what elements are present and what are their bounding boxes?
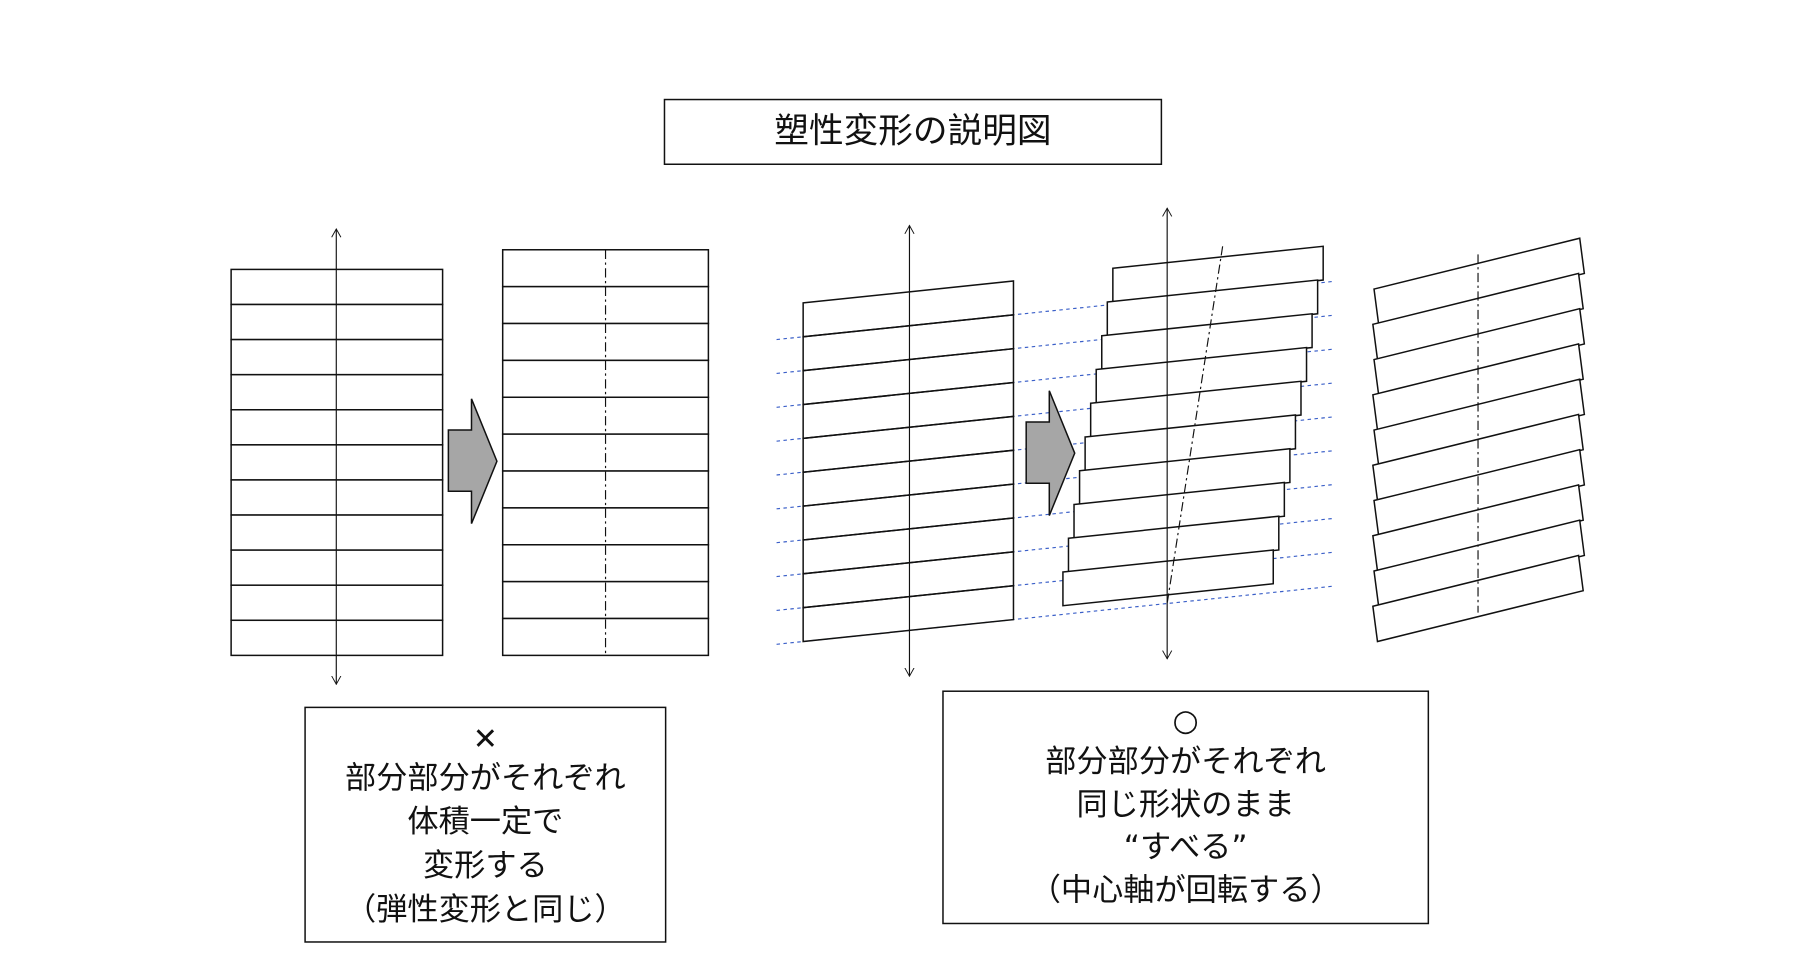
slab xyxy=(1373,237,1586,326)
slab xyxy=(1089,380,1302,438)
right-block-arrow-icon xyxy=(447,398,498,524)
slab xyxy=(802,381,1015,440)
right-caption-box: ○ 部分部分がそれぞれ 同じ形状のまま “すべる” （中心軸が回転する） xyxy=(942,690,1430,925)
slab xyxy=(802,415,1015,474)
slab xyxy=(1084,414,1297,472)
elastic-deformation-panel xyxy=(230,229,710,684)
caption-line: 部分部分がそれぞれ xyxy=(345,760,626,796)
slab xyxy=(802,551,1015,609)
slab xyxy=(1372,413,1585,502)
plastic-slip-panel xyxy=(776,208,1586,676)
slab xyxy=(1372,554,1585,643)
slab xyxy=(1078,447,1291,506)
slab xyxy=(802,313,1015,372)
title-box: 塑性変形の説明図 xyxy=(663,98,1163,166)
slab xyxy=(1095,346,1308,405)
slab xyxy=(1073,481,1286,540)
slab xyxy=(1067,515,1280,573)
caption-line: 変形する xyxy=(423,848,548,884)
slab xyxy=(802,584,1015,643)
right-block-arrow-icon xyxy=(1025,390,1076,516)
slab xyxy=(1373,448,1586,537)
cross-mark-icon: ✕ xyxy=(473,722,498,757)
caption-line: （弾性変形と同じ） xyxy=(345,892,626,928)
caption-line: 体積一定で xyxy=(407,804,563,840)
slab xyxy=(1373,519,1586,608)
caption-line: 部分部分がそれぞれ xyxy=(1045,744,1326,780)
slab xyxy=(802,280,1015,338)
slab xyxy=(1373,378,1586,467)
circle-mark-icon: ○ xyxy=(1173,704,1199,739)
slab xyxy=(802,347,1015,406)
slab xyxy=(1373,307,1586,396)
slab xyxy=(802,449,1015,507)
center-axis-line xyxy=(1166,246,1224,604)
slab xyxy=(1106,279,1319,337)
diagram-title: 塑性変形の説明図 xyxy=(774,111,1051,151)
caption-line: “すべる” xyxy=(1124,830,1248,866)
slab xyxy=(802,483,1015,541)
slab xyxy=(802,517,1015,575)
slab xyxy=(1101,312,1313,371)
caption-line: （中心軸が回転する） xyxy=(1030,872,1342,908)
caption-line: 同じ形状のまま xyxy=(1076,787,1294,823)
left-caption-box: ✕ 部分部分がそれぞれ 体積一定で 変形する （弾性変形と同じ） xyxy=(304,706,667,943)
